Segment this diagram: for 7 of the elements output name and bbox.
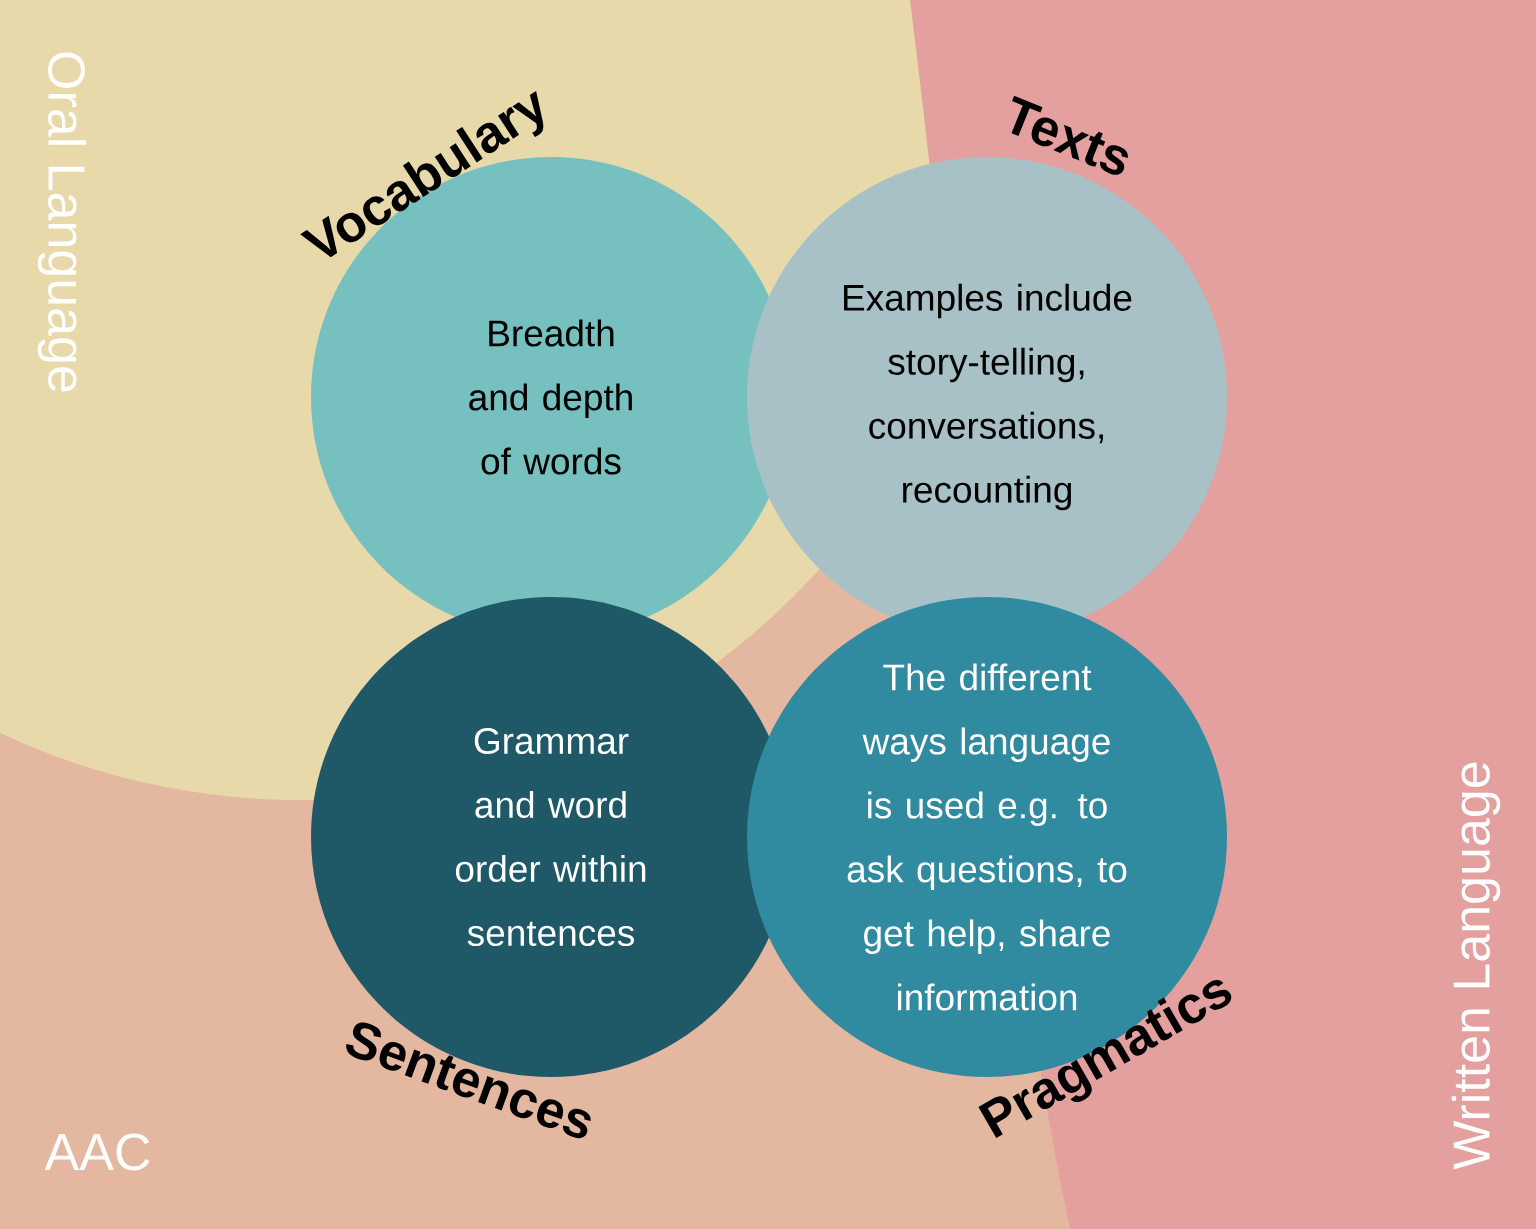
region-label: Written Language [1451, 762, 1501, 1170]
circle-heading: Texts [1011, 95, 1128, 175]
circle-text: Examples include story-telling, conversations, recounting [844, 283, 1132, 511]
circle-text: Breadth and depth of words [469, 319, 632, 475]
region-label: AAC [44, 1133, 150, 1171]
region-label: Oral Language [37, 52, 87, 392]
circle-text: Grammar and word order within sentences [455, 727, 646, 947]
